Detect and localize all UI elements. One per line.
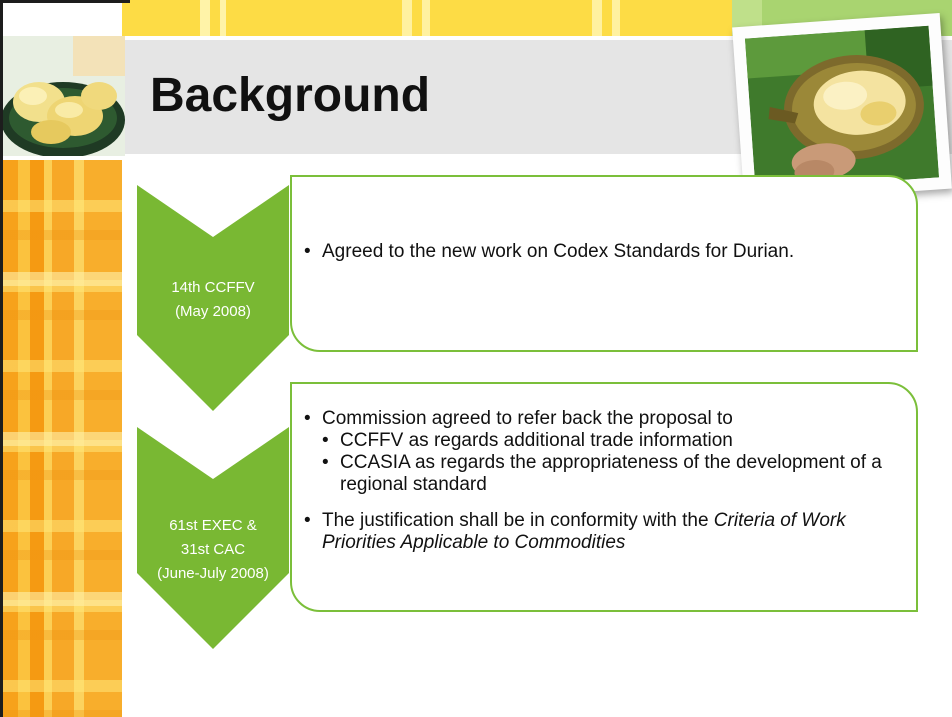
timeline-label-2-line-3: (June-July 2008) xyxy=(157,565,269,582)
timeline-label-1-line-1: 14th CCFFV xyxy=(171,279,255,296)
timeline-2-bullet-2-prefix: The justification shall be in conformity… xyxy=(322,510,714,531)
left-plaid-strip xyxy=(0,160,122,717)
timeline-2-subbullet-1: CCFFV as regards additional trade inform… xyxy=(300,430,900,452)
timeline-chevron-2 xyxy=(137,427,289,649)
timeline-box-2: Commission agreed to refer back the prop… xyxy=(290,382,918,612)
timeline-label-2: 61st EXEC & 31st CAC (June-July 2008) xyxy=(138,514,288,586)
durian-fruit-open-icon xyxy=(732,12,952,204)
left-border xyxy=(0,0,3,717)
timeline-2-bullet-2-italic: Criteria of Work Priorities Applicable t… xyxy=(322,510,846,553)
durian-flesh-plate-icon xyxy=(3,36,125,156)
timeline-box-1: Agreed to the new work on Codex Standard… xyxy=(290,175,918,352)
timeline-label-2-line-2: 31st CAC xyxy=(180,541,246,558)
timeline-label-2-line-1: 61st EXEC & xyxy=(169,517,257,534)
top-left-border xyxy=(0,0,130,3)
timeline-label-1-line-2: (May 2008) xyxy=(175,303,251,320)
timeline-chevron-1 xyxy=(137,185,289,411)
timeline-2-bullet-2: The justification shall be in conformity… xyxy=(300,510,900,554)
timeline-2-subbullet-2: CCASIA as regards the appropriateness of… xyxy=(300,452,900,496)
timeline-label-1: 14th CCFFV (May 2008) xyxy=(138,276,288,324)
timeline-2-bullet-1: Commission agreed to refer back the prop… xyxy=(300,408,900,430)
slide-title: Background xyxy=(150,69,431,122)
timeline-1-bullet-1: Agreed to the new work on Codex Standard… xyxy=(300,241,880,263)
